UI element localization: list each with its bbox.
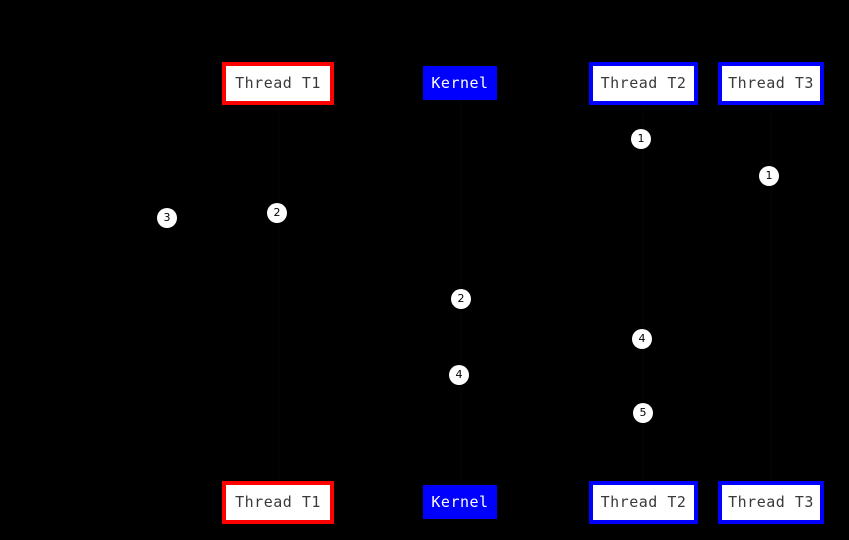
step-marker[interactable]: 2: [267, 203, 287, 223]
participant-thread-t3-top[interactable]: Thread T3: [718, 62, 824, 105]
participant-kernel-bottom[interactable]: Kernel: [423, 485, 497, 519]
participant-label: Kernel: [431, 492, 489, 511]
step-marker[interactable]: 3: [157, 208, 177, 228]
participant-label: Kernel: [431, 73, 489, 92]
step-marker[interactable]: 4: [449, 365, 469, 385]
participant-thread-t1-top[interactable]: Thread T1: [222, 62, 334, 105]
step-marker[interactable]: 4: [632, 329, 652, 349]
participant-label: Thread T3: [728, 493, 814, 511]
step-marker[interactable]: 1: [759, 166, 779, 186]
participant-kernel-top[interactable]: Kernel: [423, 66, 497, 100]
participant-label: Thread T2: [600, 74, 687, 92]
participant-thread-t3-bottom[interactable]: Thread T3: [718, 481, 824, 524]
participant-label: Thread T2: [600, 493, 687, 511]
lifeline-thread-t3: [771, 105, 772, 481]
participant-thread-t1-bottom[interactable]: Thread T1: [222, 481, 334, 524]
lifeline-thread-t1: [278, 105, 279, 481]
step-marker[interactable]: 2: [451, 289, 471, 309]
step-marker[interactable]: 5: [633, 403, 653, 423]
participant-thread-t2-top[interactable]: Thread T2: [589, 62, 698, 105]
participant-label: Thread T3: [728, 74, 814, 92]
participant-thread-t2-bottom[interactable]: Thread T2: [589, 481, 698, 524]
participant-label: Thread T1: [235, 493, 321, 511]
participant-label: Thread T1: [235, 74, 321, 92]
step-marker[interactable]: 1: [631, 129, 651, 149]
lifeline-thread-t2: [643, 105, 644, 481]
